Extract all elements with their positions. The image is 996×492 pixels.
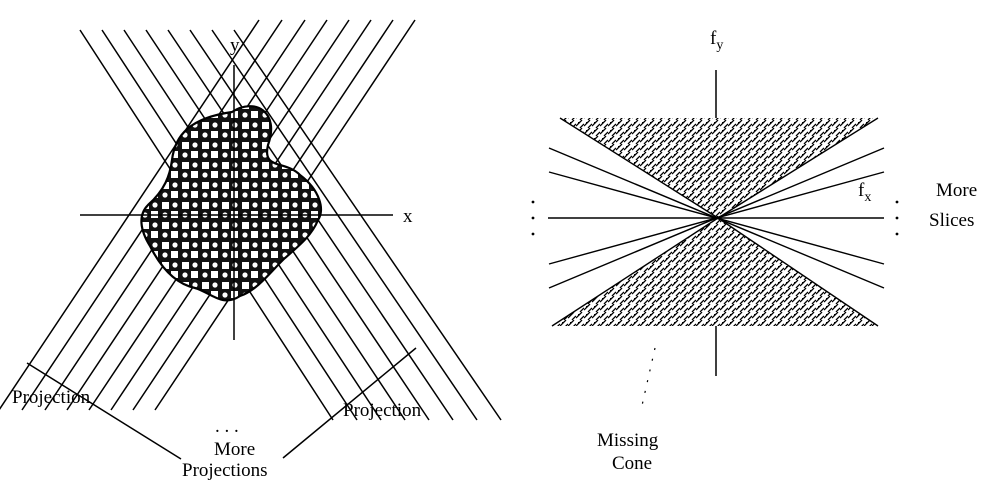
cone-edge-lower-right <box>717 217 879 327</box>
projection-right-label: Projection <box>343 400 422 421</box>
more-slices-line1: More <box>936 180 977 201</box>
fy-label: fy <box>710 28 723 53</box>
ray-a-6 <box>211 29 478 421</box>
x-axis-label: x <box>403 206 413 227</box>
more-projections-line1: More <box>214 439 255 460</box>
projection-left-label: Projection <box>12 387 91 408</box>
missing-cone-pointer <box>640 347 656 411</box>
frequency-domain-diagram: fy fx More Slices Missing Cone <box>531 28 977 474</box>
missing-cone-upper <box>560 118 878 218</box>
missing-cone-line2: Cone <box>612 453 652 474</box>
more-projections-dots: . . . <box>215 416 239 437</box>
y-axis-label: y <box>230 35 240 56</box>
more-slices-line2: Slices <box>929 210 974 231</box>
more-slices-dots-right <box>895 200 899 236</box>
spatial-domain-diagram: y x Projection Projection . . . More Pro… <box>0 19 502 481</box>
cone-edge-upper-left <box>559 117 719 219</box>
projection-right-baseline <box>282 347 417 459</box>
ray-a-7 <box>233 29 502 421</box>
more-projections-line2: Projections <box>182 460 268 481</box>
more-slices-dots-left <box>531 200 535 236</box>
cone-edge-upper-right <box>717 117 879 219</box>
missing-cone-lower <box>552 218 878 326</box>
cone-edge-lower-left <box>551 217 719 327</box>
missing-cone-line1: Missing <box>597 430 659 451</box>
fx-label: fx <box>858 180 871 205</box>
projection-left-baseline <box>26 362 182 460</box>
